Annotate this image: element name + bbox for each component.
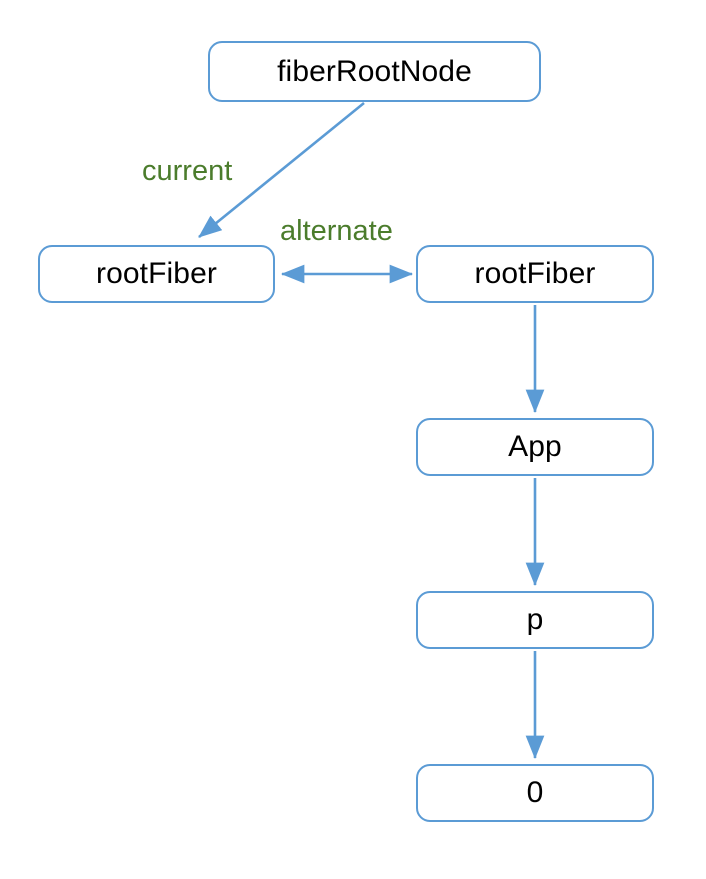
node-label-root-fiber-current: rootFiber [96,257,217,290]
edge-label-alternate: alternate [280,215,393,247]
node-root-fiber-workinprogress[interactable]: rootFiber [416,245,654,303]
node-root-fiber-current[interactable]: rootFiber [38,245,275,303]
edge-label-current: current [142,155,233,187]
node-label-zero: 0 [526,776,544,809]
node-app[interactable]: App [416,418,654,476]
node-fiber-root-node[interactable]: fiberRootNode [208,41,541,102]
node-label-p: p [526,603,544,636]
node-zero[interactable]: 0 [416,764,654,822]
node-label-root-fiber-workinprogress: rootFiber [474,257,596,290]
node-label-app: App [508,430,562,463]
node-p[interactable]: p [416,591,654,649]
node-label-fiber-root-node: fiberRootNode [277,54,472,88]
edge-current [198,101,365,239]
